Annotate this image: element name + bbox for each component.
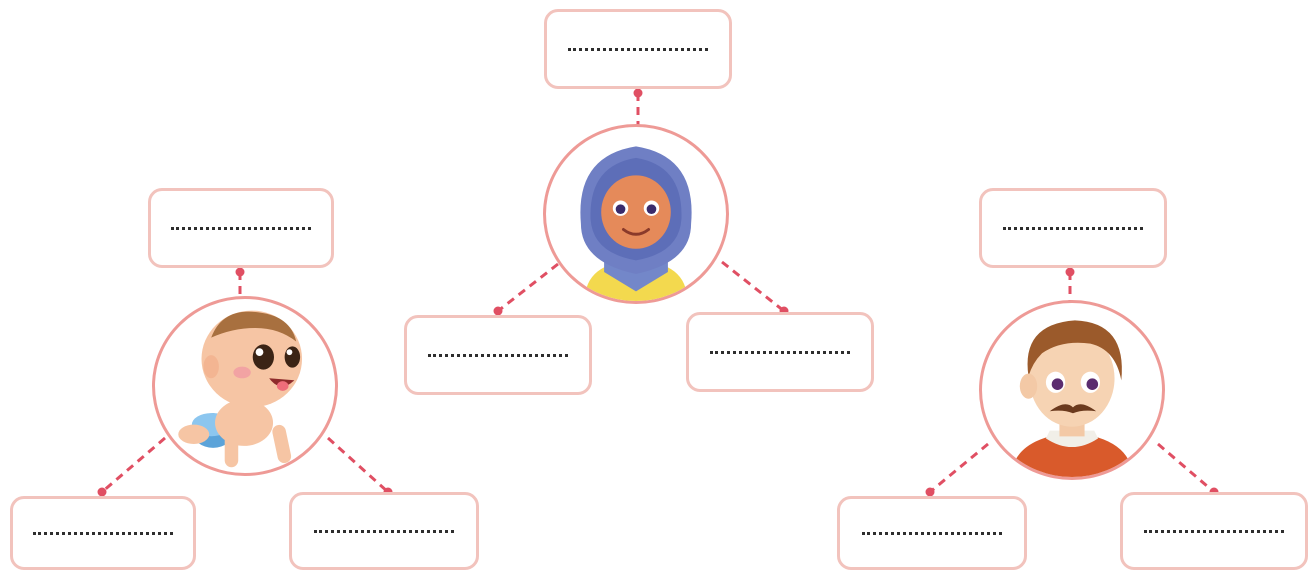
baby-bottom-left-blank-box[interactable] xyxy=(10,496,196,570)
blank-line xyxy=(428,353,568,357)
man-bottom-right-blank-box[interactable] xyxy=(1120,492,1308,570)
man-bottom-left-blank-box[interactable] xyxy=(837,496,1027,570)
blank-line xyxy=(1003,226,1143,230)
blank-line xyxy=(710,350,850,354)
blank-line xyxy=(862,531,1002,535)
man-portrait xyxy=(979,300,1165,480)
man-with-mustache-icon xyxy=(1011,320,1133,477)
blank-line xyxy=(568,47,708,51)
blank-line xyxy=(171,226,311,230)
girl-in-hijab-icon xyxy=(580,146,692,301)
girl-top-blank-box[interactable] xyxy=(544,9,732,89)
blank-line xyxy=(314,529,454,533)
girl-portrait xyxy=(543,124,729,304)
girl-bottom-left-blank-box[interactable] xyxy=(404,315,592,395)
girl-bottom-right-blank-box[interactable] xyxy=(686,312,874,392)
baby-portrait xyxy=(152,296,338,476)
crawling-baby-icon xyxy=(178,310,303,468)
man-top-blank-box[interactable] xyxy=(979,188,1167,268)
baby-top-blank-box[interactable] xyxy=(148,188,334,268)
blank-line xyxy=(1144,529,1284,533)
blank-line xyxy=(33,531,173,535)
baby-bottom-right-blank-box[interactable] xyxy=(289,492,479,570)
